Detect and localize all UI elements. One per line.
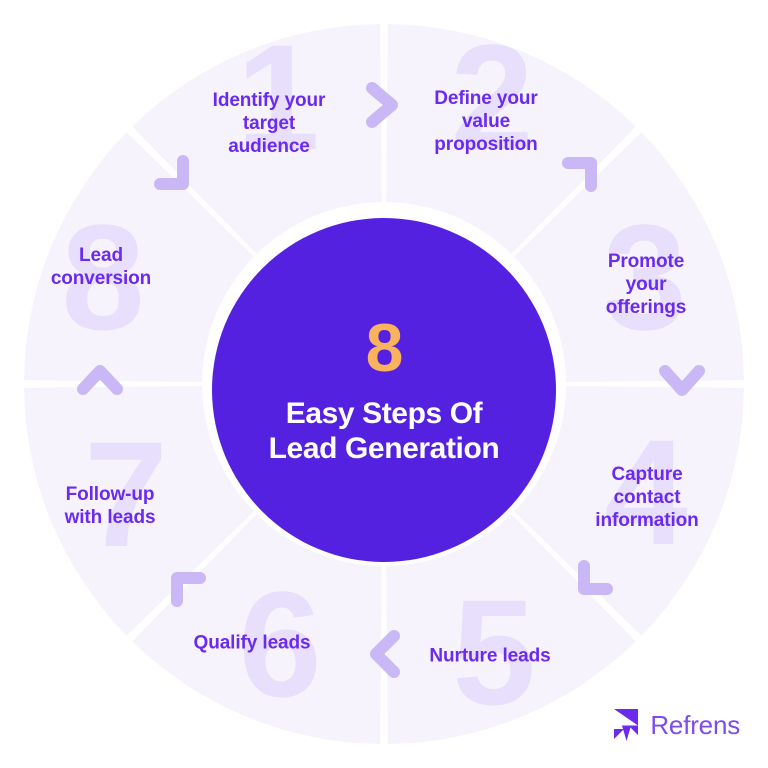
ghost-numeral-8: 8 [61,193,144,361]
ghost-numeral-3: 3 [603,193,686,361]
elbow-up-left-icon [171,572,206,607]
brand-name: Refrens [650,709,740,740]
wedge-step-2[interactable]: 2 [324,0,646,280]
center-hub: 8 Easy Steps Of Lead Generation [212,218,556,562]
elbow-down-right-icon [562,157,597,192]
wedge-step-8[interactable]: 8 [0,122,280,444]
ghost-numeral-2: 2 [450,13,533,181]
chevron-down-icon [659,365,705,396]
brand-logo[interactable]: Refrens [611,708,740,742]
chevron-up-icon [77,365,123,395]
ghost-numeral-7: 7 [84,410,167,578]
wedge-step-7[interactable]: 7 [0,324,280,646]
wedge-step-3[interactable]: 3 [488,122,768,444]
wedge-step-1[interactable]: 1 [122,0,444,280]
elbow-down-left-icon [578,560,613,595]
chevron-right-icon [366,82,398,128]
elbow-up-right-icon [154,155,189,190]
ghost-numeral-4: 4 [604,408,687,576]
wedge-step-6[interactable]: 6 [122,488,444,768]
chevron-left-icon [370,630,400,678]
wedge-step-5[interactable]: 5 [324,488,646,768]
wedge-step-4[interactable]: 4 [488,324,768,646]
ghost-numeral-5: 5 [452,568,535,736]
refrens-logo-icon [614,709,639,741]
ghost-numeral-6: 6 [238,560,321,728]
hub-step-count: 8 [365,309,404,386]
hub-title: Easy Steps Of Lead Generation [268,396,500,465]
ghost-numeral-1: 1 [236,13,319,181]
